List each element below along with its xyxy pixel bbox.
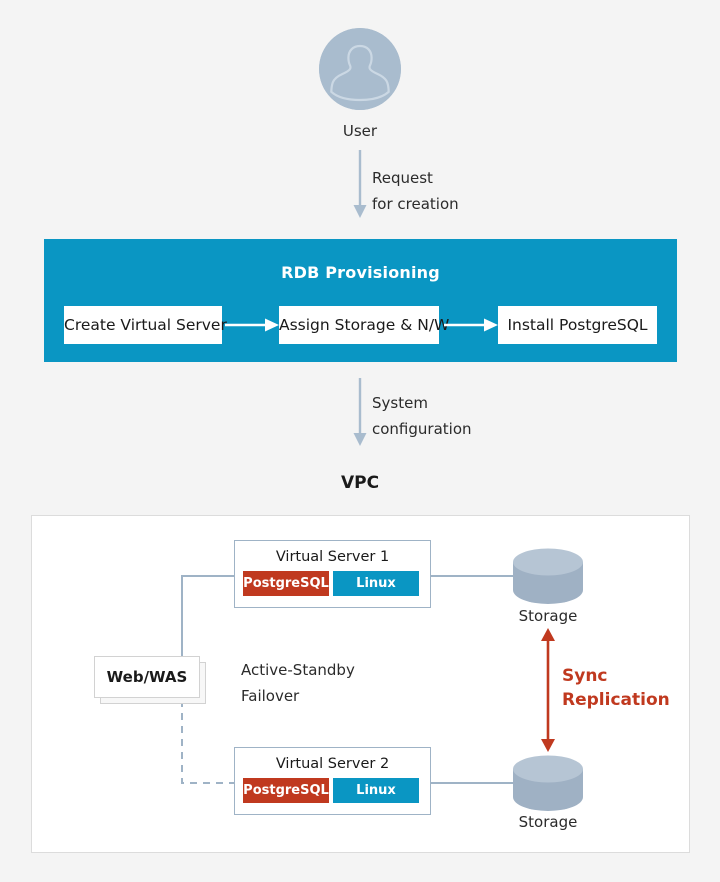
storage-2-label: Storage <box>518 813 578 831</box>
request-flow-label-line2: for creation <box>372 195 459 213</box>
request-flow-label-line1: Request <box>372 169 433 187</box>
system-configuration-label-line1: System <box>372 394 428 412</box>
system-configuration-label-line2: configuration <box>372 420 472 438</box>
vpc-title: VPC <box>340 473 380 493</box>
system-configuration-down-arrow-icon <box>340 378 380 448</box>
linux-badge: Linux <box>333 778 419 803</box>
sync-replication-double-arrow-icon <box>533 628 563 752</box>
provisioning-step-assign-storage-nw[interactable]: Assign Storage & N/W <box>279 306 449 344</box>
storage-1-cylinder-icon <box>512 548 584 604</box>
web-was-box[interactable]: Web/WAS <box>94 656 200 698</box>
system-configuration-label: System configuration <box>372 390 472 442</box>
user-avatar-icon <box>319 28 401 110</box>
active-standby-failover-label: Active-Standby Failover <box>241 657 355 709</box>
failover-label-line2: Failover <box>241 687 300 705</box>
user-label: User <box>342 122 378 140</box>
provisioning-arrow-2-icon <box>444 317 500 333</box>
virtual-server-1-card[interactable]: Virtual Server 1 PostgreSQL Linux <box>234 540 431 608</box>
sync-replication-label: Sync Replication <box>562 664 670 712</box>
linux-badge: Linux <box>333 571 419 596</box>
storage-2-cylinder-icon <box>512 755 584 811</box>
postgresql-badge: PostgreSQL <box>243 778 329 803</box>
provisioning-arrow-1-icon <box>225 317 281 333</box>
virtual-server-1-badges: PostgreSQL Linux <box>243 571 422 596</box>
provisioning-step-install-postgresql[interactable]: Install PostgreSQL <box>498 306 657 344</box>
virtual-server-2-badges: PostgreSQL Linux <box>243 778 422 803</box>
rdb-provisioning-title: RDB Provisioning <box>281 263 440 282</box>
virtual-server-1-title: Virtual Server 1 <box>275 549 390 565</box>
sync-replication-label-line1: Sync <box>562 666 608 686</box>
request-flow-label: Request for creation <box>372 165 459 217</box>
failover-label-line1: Active-Standby <box>241 661 355 679</box>
request-flow-down-arrow-icon <box>340 150 380 220</box>
virtual-server-2-title: Virtual Server 2 <box>275 756 390 772</box>
provisioning-step-create-virtual-server[interactable]: Create Virtual Server <box>64 306 227 344</box>
postgresql-badge: PostgreSQL <box>243 571 329 596</box>
sync-replication-label-line2: Replication <box>562 690 670 710</box>
storage-1-label: Storage <box>518 607 578 625</box>
virtual-server-2-card[interactable]: Virtual Server 2 PostgreSQL Linux <box>234 747 431 815</box>
